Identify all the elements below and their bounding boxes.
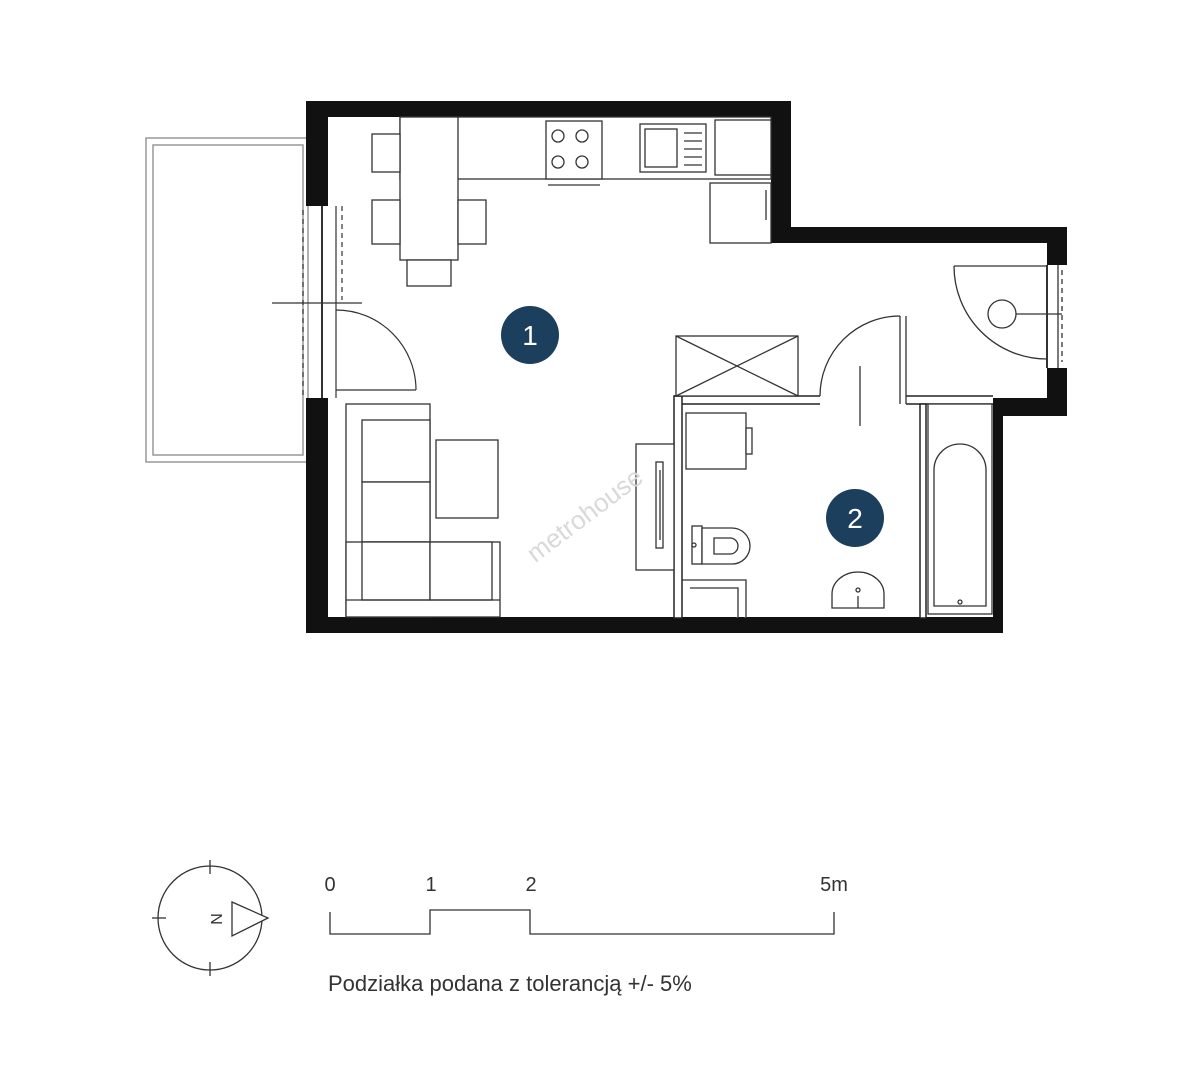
scale-tick-label: 1 [425, 874, 436, 896]
scale-tolerance-note: Podziałka podana z tolerancją +/- 5% [328, 971, 692, 996]
kitchen-counter [399, 116, 772, 244]
room-badge-1: 1 [501, 306, 559, 364]
bathroom-fixtures [682, 403, 993, 618]
scale-tick-label: 2 [525, 874, 536, 896]
scale-bar [329, 909, 835, 935]
room-badge-2: 2 [826, 489, 884, 547]
scale-tick-label: 5m [820, 874, 848, 896]
exterior-walls [306, 101, 1067, 633]
room-number: 2 [847, 503, 863, 534]
balcony-door [272, 206, 417, 398]
tv-unit [635, 443, 675, 571]
compass-north-label: N [209, 913, 226, 925]
dining-set [371, 116, 487, 287]
room-badge-circle [501, 306, 559, 364]
entrance-door [953, 265, 1063, 368]
compass-icon [152, 860, 270, 976]
closet [675, 335, 799, 397]
scale-tick-label: 0 [324, 874, 335, 896]
sofa [345, 403, 501, 618]
balcony [145, 137, 309, 463]
room-badge-circle [826, 489, 884, 547]
watermark: metrohouse [521, 462, 649, 569]
room-number: 1 [522, 320, 538, 351]
bathroom-door [819, 315, 907, 426]
